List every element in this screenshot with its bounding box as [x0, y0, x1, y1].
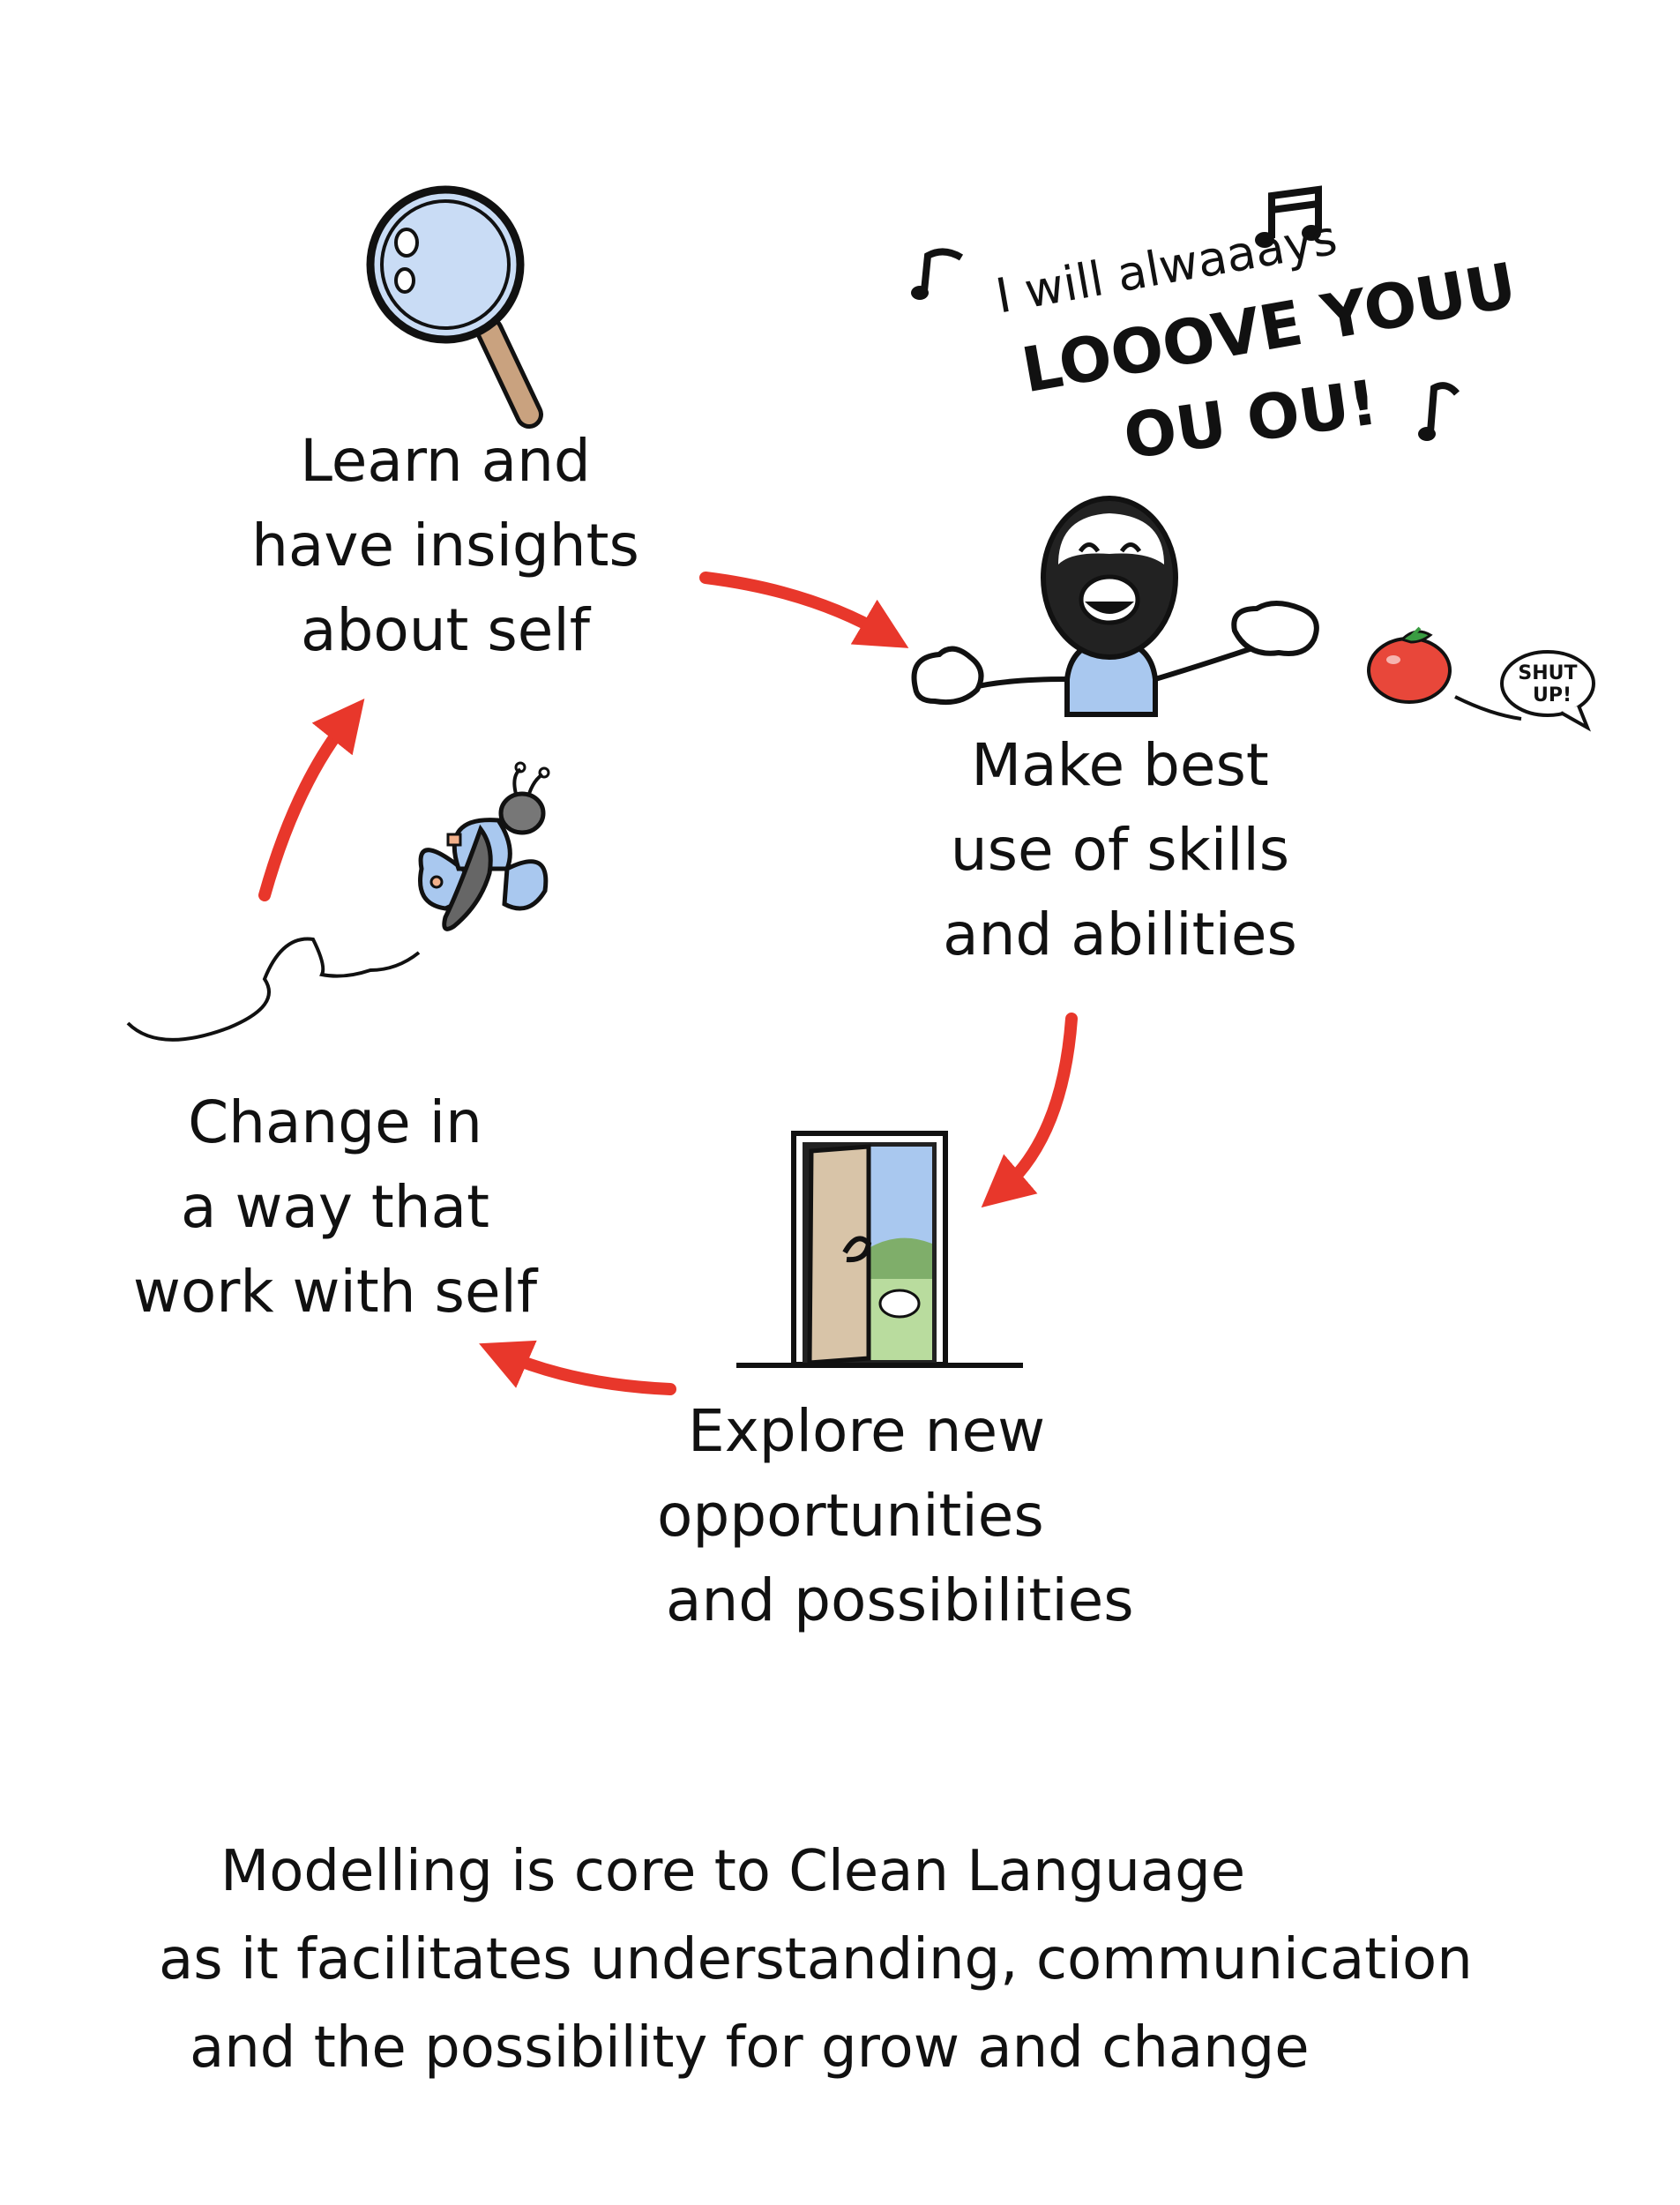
node-learn-line3: about self [301, 596, 590, 664]
node-change-line2: a way that [181, 1173, 489, 1241]
speech-bubble-line2: UP! [1533, 684, 1572, 706]
node-explore: Explore new opportunities and possibilit… [657, 1402, 1169, 1656]
music-note-icon [911, 185, 1460, 441]
node-learn-line1: Learn and [300, 427, 591, 495]
arrow-learn-to-skills [699, 572, 909, 648]
node-explore-line1: Explore new [688, 1397, 1046, 1465]
node-change-line3: work with self [132, 1258, 538, 1326]
magnifying-glass-icon [366, 185, 543, 429]
node-skills-line3: and abilities [943, 901, 1297, 968]
caption-line2: as it facilitates understanding, communi… [159, 1927, 1473, 1992]
butterfly-icon [126, 761, 550, 1042]
arrow-explore-to-change [479, 1340, 676, 1395]
open-door-icon [736, 1131, 1023, 1368]
arrow-change-to-learn [258, 699, 365, 901]
cycle-arrows [258, 572, 1078, 1395]
speech-bubble-line1: SHUT [1518, 662, 1577, 684]
node-explore-line3: and possibilities [666, 1566, 1134, 1634]
node-skills: Make best use of skills and abilities [900, 736, 1340, 990]
tomato-icon [1367, 626, 1522, 721]
node-skills-line2: use of skills [950, 816, 1290, 884]
node-learn: Learn and have insights about self [198, 432, 692, 686]
caption-line3: and the possibility for grow and change [190, 2015, 1310, 2081]
speech-bubble: SHUT UP! [1500, 650, 1595, 732]
node-change: Change in a way that work with self [106, 1094, 564, 1348]
node-change-line1: Change in [188, 1088, 482, 1156]
arrow-skills-to-explore [981, 1013, 1078, 1208]
caption-line1: Modelling is core to Clean Language [220, 1839, 1246, 1904]
node-explore-line2: opportunities [657, 1482, 1044, 1550]
node-skills-line1: Make best [971, 731, 1269, 799]
singing-man-icon [911, 496, 1319, 717]
node-learn-line2: have insights [251, 512, 639, 579]
